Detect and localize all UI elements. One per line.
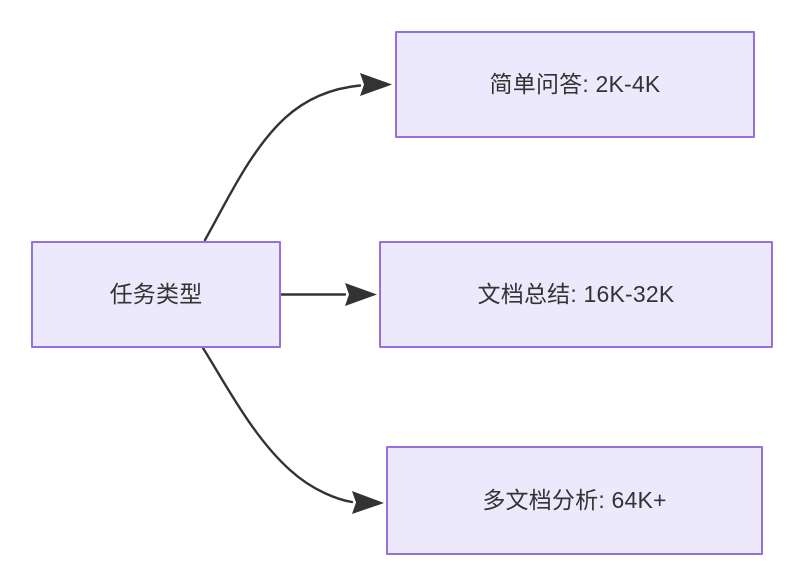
node-simple-qa-label: 简单问答: 2K-4K xyxy=(489,70,661,97)
node-doc-summary[interactable]: 文档总结: 16K-32K xyxy=(379,241,773,348)
arrowhead-multi-doc xyxy=(352,491,384,514)
edge-path-multi-doc xyxy=(201,346,354,504)
node-task-type[interactable]: 任务类型 xyxy=(31,241,281,348)
node-doc-summary-label: 文档总结: 16K-32K xyxy=(477,280,675,307)
edge-task-type-to-simple-qa xyxy=(203,73,392,242)
node-multi-doc-analysis[interactable]: 多文档分析: 64K+ xyxy=(386,446,763,555)
arrowhead-simple-qa xyxy=(360,73,392,96)
node-task-type-label: 任务类型 xyxy=(109,280,203,307)
arrowhead-doc-summary xyxy=(345,283,377,306)
node-multi-doc-analysis-label: 多文档分析: 64K+ xyxy=(482,486,667,513)
edge-task-type-to-multi-doc xyxy=(201,346,384,514)
edge-path-simple-qa xyxy=(203,84,362,242)
node-simple-qa[interactable]: 简单问答: 2K-4K xyxy=(395,31,755,138)
edge-task-type-to-doc-summary xyxy=(279,283,377,306)
